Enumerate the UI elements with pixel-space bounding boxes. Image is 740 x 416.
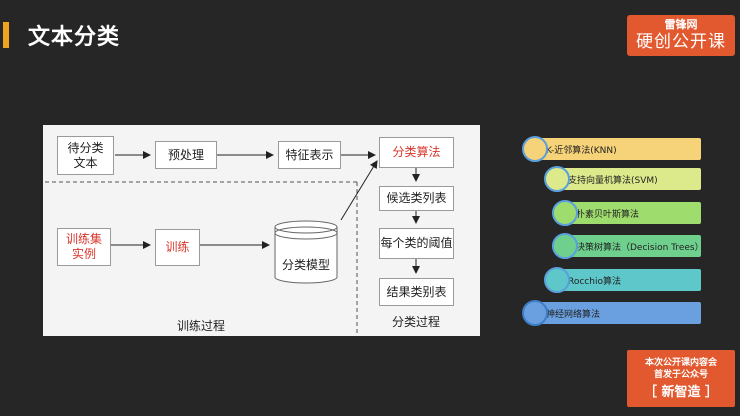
algorithm-label: Rocchio算法	[568, 276, 621, 287]
footer-line-1: 本次公开课内容会	[644, 358, 717, 368]
algorithm-item-rocchio: Rocchio算法	[544, 267, 701, 293]
caption-classification: 分类过程	[392, 315, 441, 329]
diagram-connectors	[45, 151, 420, 334]
node-preprocess: 预处理	[155, 141, 217, 169]
brand-name: 雷锋网	[664, 18, 698, 31]
brand-course: 硬创公开课	[636, 32, 726, 52]
algorithm-label: 神经网络算法	[546, 309, 601, 320]
node-doc: 待分类 文本	[57, 136, 114, 175]
footer-promo: 本次公开课内容会 首发于公众号 ［ 新智造 ］	[627, 350, 735, 407]
algorithm-item-decision-trees: 决策树算法（Decision Trees）	[552, 233, 704, 259]
brand-logo: 雷锋网 硬创公开课	[627, 15, 735, 56]
slide-title: 文本分类	[28, 25, 121, 50]
node-algo: 分类算法	[379, 137, 454, 168]
algorithm-label: K-近邻算法(KNN)	[546, 145, 617, 156]
node-model-label: 分类模型	[281, 258, 330, 272]
algorithm-label: 决策树算法（Decision Trees）	[576, 242, 704, 253]
node-threshold: 每个类的阈值	[379, 228, 454, 259]
footer-account-name: ［ 新智造 ］	[643, 385, 719, 400]
algorithm-item-naive-bayes: 朴素贝叶斯算法	[552, 200, 701, 226]
bullet-dot	[522, 136, 548, 162]
algorithm-item-svm: 支持向量机算法(SVM)	[544, 166, 701, 192]
model-cylinder-shape	[274, 220, 338, 284]
bullet-dot	[552, 233, 578, 259]
node-candidates: 候选类列表	[379, 186, 454, 211]
node-result: 结果类别表	[379, 278, 454, 306]
title-accent-bar	[3, 22, 9, 48]
bullet-dot	[552, 200, 578, 226]
algorithm-item-knn: K-近邻算法(KNN)	[522, 136, 701, 162]
bullet-dot	[544, 166, 570, 192]
node-train: 训练	[155, 229, 200, 266]
text-classification-diagram: 待分类 文本 预处理 特征表示 分类算法 候选类列表 每个类的阈值 结果类别表 …	[43, 125, 480, 336]
algorithm-item-neural-network: 神经网络算法	[522, 300, 701, 326]
arrow-model-algo	[340, 160, 378, 221]
algorithm-label: 朴素贝叶斯算法	[576, 209, 640, 220]
bullet-dot	[522, 300, 548, 326]
algorithm-label: 支持向量机算法(SVM)	[568, 175, 658, 186]
caption-training: 训练过程	[177, 319, 226, 333]
node-trainset: 训练集 实例	[57, 228, 111, 266]
footer-line-2: 首发于公众号	[653, 370, 708, 380]
node-feature: 特征表示	[278, 141, 341, 169]
bullet-dot	[544, 267, 570, 293]
